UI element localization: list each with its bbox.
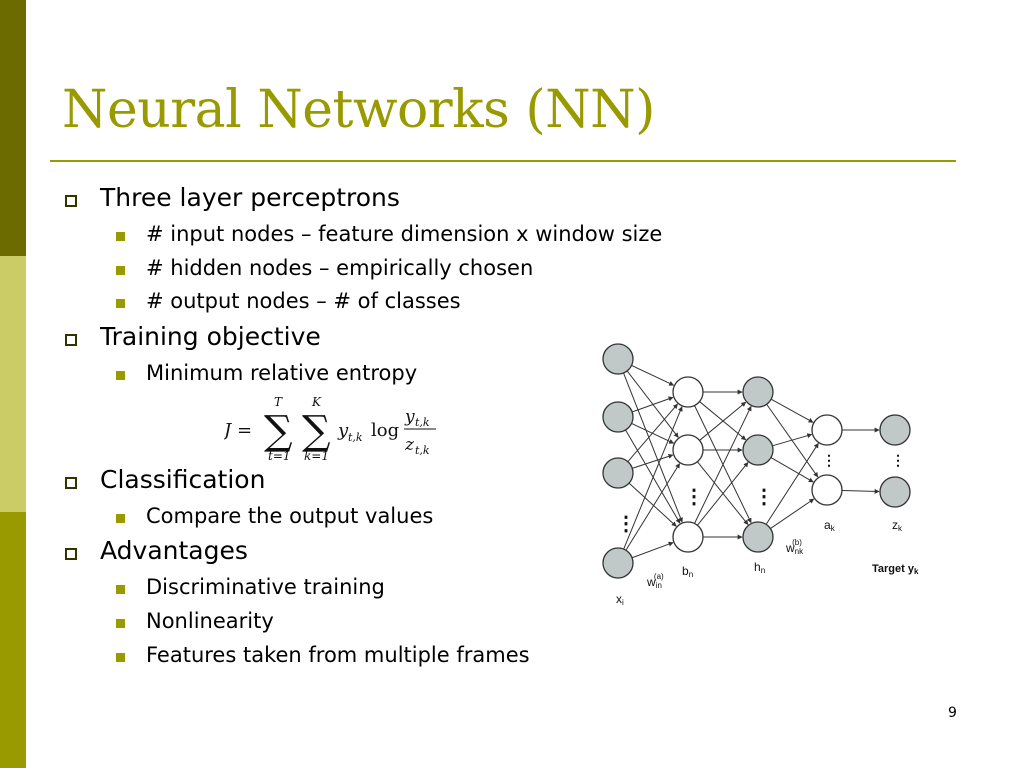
connection-arrow [765, 442, 819, 525]
bullet-filled-icon [116, 514, 125, 523]
sum1-upper: T [274, 395, 283, 409]
bullet-square-icon [65, 334, 77, 346]
output-ellipsis: ⋮ [822, 452, 836, 468]
connection-arrow [623, 372, 683, 523]
bullet-filled-icon [116, 371, 125, 380]
hidden1-node [672, 521, 704, 553]
section-item: Minimum relative entropy [146, 361, 418, 385]
relative-entropy-formula: J = ∑ T t=1 ∑ K k=1 y t,k log y t,k z t,… [224, 395, 436, 463]
section-item: # hidden nodes – empirically chosen [146, 256, 534, 280]
label-w-in: win(a) [646, 572, 664, 590]
section-item: # input nodes – feature dimension x wind… [146, 222, 663, 246]
target-node [879, 476, 911, 508]
connection-arrow [770, 457, 814, 483]
bullet-filled-icon [116, 266, 125, 275]
output-node [811, 414, 843, 446]
svg-text:∑: ∑ [302, 408, 331, 454]
input-node [602, 547, 634, 579]
sum1-lower: t=1 [268, 449, 291, 463]
formula-log: log [371, 420, 399, 441]
bullet-square-icon [65, 195, 77, 207]
formula-term: y [337, 420, 349, 441]
bullet-filled-icon [116, 585, 125, 594]
hidden2-node [742, 521, 774, 553]
hidden1-ellipsis: ⋮ [684, 486, 704, 508]
input-node [602, 457, 634, 489]
formula-den: z [404, 435, 415, 455]
connection-arrow [699, 401, 747, 441]
hidden1-node [672, 376, 704, 408]
connection-arrow [770, 498, 815, 529]
sum2-lower: k=1 [304, 449, 329, 463]
label-target: Target yk [872, 563, 919, 576]
connection-arrow [628, 482, 677, 527]
label-xi: xi [616, 592, 624, 607]
neural-network-diagram: ⋮ ⋮ ⋮ ⋮ ⋮ xi win(a) bn hn wnk(b) ak zk T… [602, 343, 919, 607]
network-nodes [602, 343, 911, 579]
input-node [602, 401, 634, 433]
formula-num-sub: t,k [415, 416, 430, 429]
hidden1-node [672, 434, 704, 466]
side-bar-middle [0, 256, 26, 512]
bullet-filled-icon [116, 619, 125, 628]
formula-den-sub: t,k [415, 444, 430, 457]
connection-arrow [625, 429, 681, 524]
svg-text:∑: ∑ [264, 408, 293, 454]
section-item: Compare the output values [146, 504, 434, 528]
label-ak: ak [824, 518, 836, 533]
connection-arrow [632, 453, 674, 469]
connection-arrow [623, 406, 683, 550]
section-label: Three layer perceptrons [100, 183, 400, 212]
section-item: Discriminative training [146, 575, 385, 599]
connection-arrow [770, 398, 814, 423]
connection-arrow [631, 364, 675, 386]
input-node [602, 343, 634, 375]
formula-term-sub: t,k [348, 431, 363, 444]
section-label: Classification [100, 465, 266, 494]
bullet-filled-icon [116, 653, 125, 662]
side-bar-top [0, 0, 26, 256]
slide-title: Neural Networks (NN) [62, 80, 655, 140]
formula-lhs: J = [224, 420, 252, 441]
connection-arrow [631, 541, 674, 559]
formula-num: y [404, 407, 415, 427]
connection-arrow [772, 433, 813, 447]
connection-arrow [627, 403, 678, 462]
title-rule [50, 160, 956, 162]
sum2-upper: K [311, 395, 322, 409]
target-ellipsis: ⋮ [891, 452, 905, 468]
connection-arrow [841, 488, 880, 494]
section-label: Advantages [100, 536, 248, 565]
label-bn: bn [682, 564, 693, 579]
hidden2-node [742, 434, 774, 466]
label-zk: zk [892, 518, 903, 533]
label-hn: hn [754, 560, 765, 575]
bullet-square-icon [65, 548, 77, 560]
section-label: Training objective [100, 322, 321, 351]
label-w-nk: wnk(b) [785, 538, 804, 556]
connection-arrow [631, 396, 674, 413]
section-item: Nonlinearity [146, 609, 274, 633]
hidden2-node [742, 376, 774, 408]
side-bar-bottom [0, 512, 26, 768]
bullet-square-icon [65, 477, 77, 489]
target-node [879, 414, 911, 446]
section-item: Features taken from multiple frames [146, 643, 530, 667]
connection-arrow [697, 461, 749, 526]
connection-lines [623, 364, 880, 559]
page-number: 9 [948, 705, 957, 721]
bullet-filled-icon [116, 232, 125, 241]
output-node [811, 474, 843, 506]
hidden2-ellipsis: ⋮ [754, 486, 774, 508]
connection-arrow [625, 463, 680, 551]
connection-arrow [694, 405, 752, 524]
section-item: # output nodes – # of classes [146, 289, 461, 313]
input-ellipsis: ⋮ [616, 513, 636, 535]
bullet-filled-icon [116, 299, 125, 308]
